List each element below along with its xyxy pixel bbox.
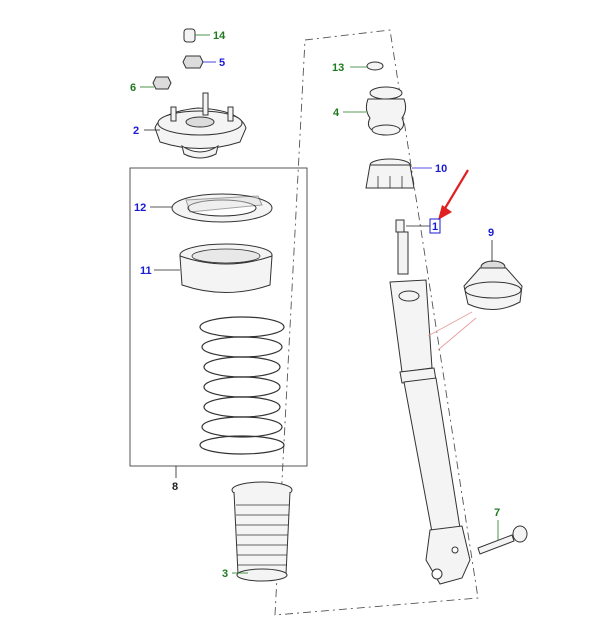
spring-kit-frame <box>129 167 308 467</box>
label-part-13: 13 <box>332 62 344 74</box>
part-14-cap <box>183 28 210 43</box>
label-part-2: 2 <box>133 125 139 137</box>
label-part-3: 3 <box>222 568 228 580</box>
label-part-11: 11 <box>140 265 152 277</box>
part-12-spring-seat <box>150 193 273 223</box>
label-part-5: 5 <box>219 57 225 69</box>
part-6-nut <box>140 76 172 90</box>
label-part-9: 9 <box>488 227 494 239</box>
label-part-1: 1 <box>432 221 438 233</box>
part-1-shock-absorber <box>389 219 471 585</box>
part-4-bump-stop <box>343 86 407 136</box>
label-part-10: 10 <box>435 163 447 175</box>
coil-spring <box>199 316 285 455</box>
label-part-4: 4 <box>333 107 340 119</box>
label-part-7: 7 <box>494 507 500 519</box>
part-13-washer <box>350 61 384 71</box>
label-part-12: 12 <box>134 202 146 214</box>
part-7-bolt <box>477 520 528 555</box>
label-part-6: 6 <box>130 82 136 94</box>
part-2-top-mount <box>144 92 247 159</box>
connector-lines <box>427 311 477 351</box>
label-part-14: 14 <box>213 30 226 42</box>
part-9-loose-mount <box>463 240 523 310</box>
label-part-8: 8 <box>172 481 178 493</box>
part-5-nut <box>182 55 216 69</box>
part-11-isolator <box>154 243 273 293</box>
assembly-dashed-outline <box>274 29 479 616</box>
red-pointer-arrow <box>438 169 469 220</box>
part-3-dust-boot <box>231 481 293 582</box>
part-10-bump-cup <box>365 158 432 189</box>
part-1-label-box <box>429 218 441 234</box>
